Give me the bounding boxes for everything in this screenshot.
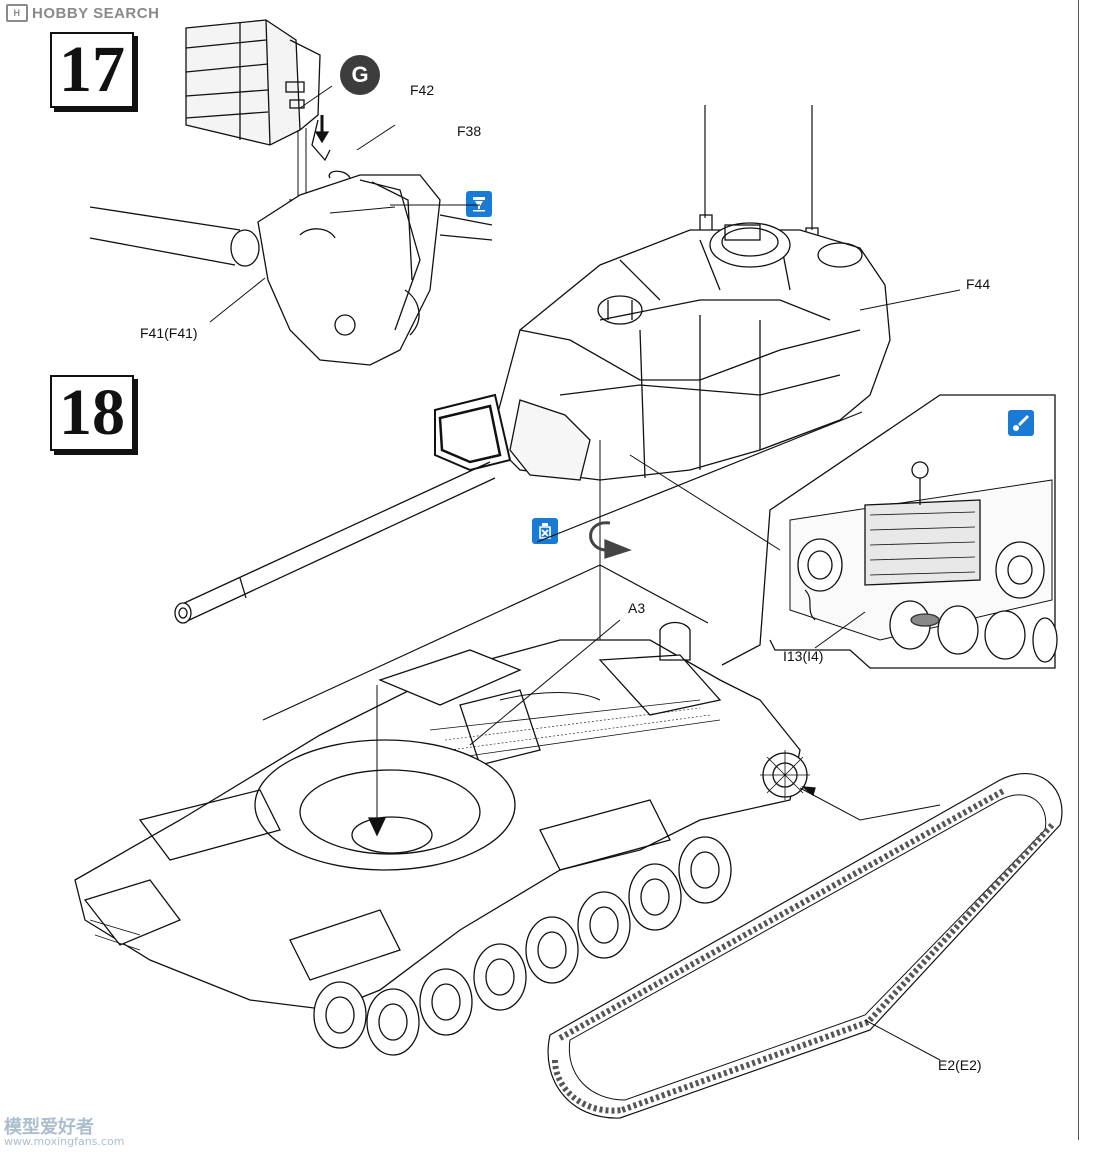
hobby-search-text: HOBBY SEARCH [32, 4, 160, 22]
step-18-turret [174, 105, 961, 840]
hobby-search-logo: H [6, 4, 28, 22]
alignment-guide-lines [262, 564, 709, 721]
e2-leader [864, 1019, 941, 1061]
moxingfans-watermark: 模型爱好者 www.moxingfans.com [4, 1113, 124, 1148]
label-f42: F42 [410, 82, 435, 98]
mantlet-cover-part [185, 19, 321, 146]
step-18-number: 18 [50, 375, 134, 451]
label-f41: F41(F41) [140, 325, 198, 341]
step-17-number: 17 [50, 32, 134, 108]
do-not-glue-icon [532, 518, 558, 544]
label-f44: F44 [966, 276, 991, 292]
rotate-arrow-icon [589, 521, 632, 559]
paint-brush-icon-glyph [1013, 415, 1029, 431]
main-gun-barrel [179, 461, 496, 623]
a3-leader [469, 619, 621, 746]
glue-icon-glyph [473, 197, 485, 212]
hobby-search-watermark: H HOBBY SEARCH [6, 4, 159, 22]
antenna-masts [704, 105, 813, 230]
track-leader [799, 787, 941, 821]
paint-brush-icon [1008, 410, 1034, 436]
glue-icon [466, 191, 492, 217]
step-17-turret-detail [89, 19, 493, 366]
label-a3: A3 [628, 600, 646, 616]
f42-part [311, 119, 331, 162]
moxingfans-text: 模型爱好者 [4, 1117, 94, 1138]
f42-leader [299, 85, 333, 109]
label-e2: E2(E2) [938, 1057, 982, 1073]
do-not-glue-icon-glyph [539, 523, 551, 539]
f44-leader [859, 289, 961, 311]
page-edge-line [1078, 0, 1079, 1140]
gun-barrel-lines [89, 206, 241, 266]
sprocket-wheel [760, 750, 810, 800]
moxingfans-url: www.moxingfans.com [4, 1135, 125, 1148]
step-18-hull [74, 619, 941, 1056]
detail-inset [721, 394, 1058, 669]
detail-leader-line [629, 454, 781, 551]
label-f38: F38 [457, 123, 482, 139]
track-link-run [547, 773, 1063, 1119]
road-wheels [313, 836, 732, 1056]
label-i13: I13(I4) [783, 648, 824, 664]
color-g-badge: G [340, 55, 380, 95]
